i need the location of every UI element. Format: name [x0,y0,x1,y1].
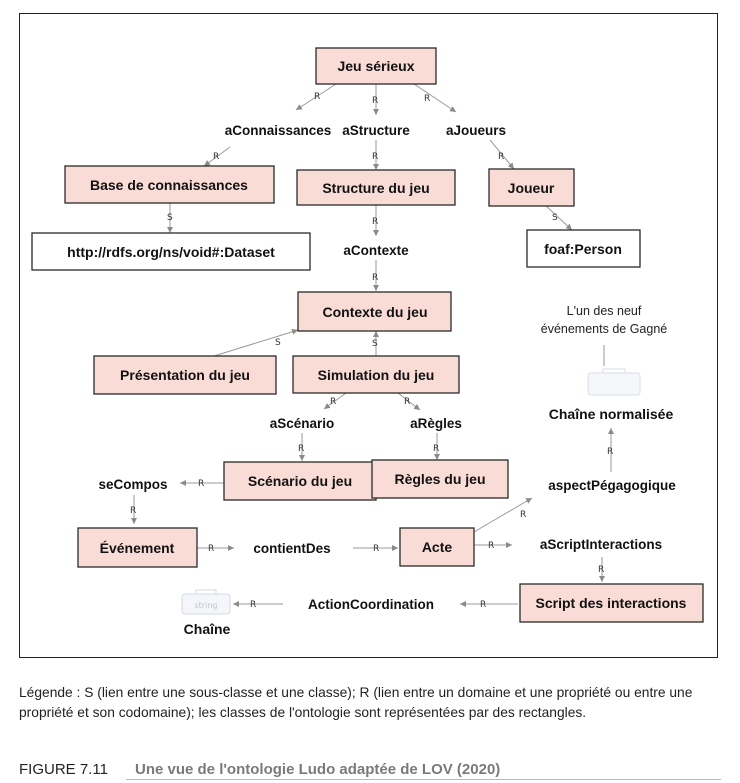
edge-label-r: R [404,397,410,407]
edge-label-r: R [598,565,604,575]
class-presentation-jeu: Présentation du jeu [93,355,277,395]
class-base-connaissances: Base de connaissances [64,165,275,204]
edge-label-r: R [314,92,320,102]
edge-label-s: S [167,213,173,223]
edge-label-r: R [208,544,214,554]
class-label: Règles du jeu [394,471,485,487]
prop-contientdes: contientDes [253,541,330,556]
edge-label-s: S [372,339,378,349]
class-label: Jeu sérieux [337,58,414,74]
edge-jeu-ajoueurs [413,83,457,113]
class-label: http://rdfs.org/ns/void#:Dataset [67,244,275,260]
edge-label-r: R [198,479,204,489]
edge-simulation-ascenario [323,392,347,410]
caption-rule [126,779,721,780]
edge-label-r: R [607,447,613,457]
datatype-label: Chaîne normalisée [549,406,674,422]
class-label: Acte [422,539,453,555]
edge-label-r: R [372,152,378,162]
edge-label-r: R [372,273,378,283]
class-void-dataset: http://rdfs.org/ns/void#:Dataset [31,232,311,271]
class-simulation-jeu: Simulation du jeu [292,355,460,394]
class-structure-jeu: Structure du jeu [296,169,456,206]
class-joueur: Joueur [488,168,575,207]
edge-label-r: R [433,444,439,454]
class-evenement: Événement [77,527,198,568]
edge-label-r: R [373,544,379,554]
prop-aconnaissances: aConnaissances [225,123,332,138]
string-icon: string [181,589,231,615]
prop-actioncoordination: ActionCoordination [308,597,434,612]
edge-label-r: R [480,600,486,610]
class-script-interactions: Script des interactions [519,583,704,623]
class-foaf-person: foaf:Person [526,229,641,268]
edge-aconnaissances-base [203,146,231,167]
figure-number: FIGURE 7.11 [19,761,108,778]
edge-label-r: R [250,600,256,610]
legend: Légende : S (lien entre une sous-classe … [19,685,693,720]
datatype-label: Chaîne [184,621,231,637]
edge-label-r: R [372,96,378,106]
gagne-note-line-1: L'un des neuf [567,304,642,318]
class-regles-jeu: Règles du jeu [371,459,509,499]
prop-ascenario: aScénario [270,416,335,431]
edge-label-r: R [520,510,526,520]
prop-acontexte: aContexte [343,243,409,258]
class-label: Scénario du jeu [248,473,352,489]
edge-label-r: R [424,94,430,104]
gagne-note-line-2: événements de Gagné [541,322,668,336]
prop-secompos: seCompos [98,477,167,492]
class-label: Base de connaissances [90,177,248,193]
class-label: Script des interactions [536,595,687,611]
class-label: Structure du jeu [322,180,429,196]
edge-jeu-aconnaissances [295,83,337,111]
edge-label-r: R [330,397,336,407]
class-label: Joueur [508,180,555,196]
class-label: Présentation du jeu [120,367,250,383]
edge-ajoueurs-joueur [489,139,515,170]
datatype-chaine-normalisee: Chaîne normalisée [549,368,674,422]
edge-simulation-aregles [397,392,421,411]
figure-title: Une vue de l'ontologie Ludo adaptée de L… [135,761,501,778]
edge-label-r: R [488,541,494,551]
edge-label-r: R [213,152,219,162]
edge-label-r: R [130,506,136,516]
edge-label-r: R [498,152,504,162]
edges: R R R R R R S S R R S S R [130,83,614,610]
prop-ajoueurs: aJoueurs [446,123,506,138]
diagram-frame [19,13,718,658]
class-jeu-serieux: Jeu sérieux [315,47,437,85]
edge-label-s: S [275,338,281,348]
datatype-chaine: string Chaîne [181,589,231,637]
edge-label-r: R [372,217,378,227]
edge-acte-aspect [473,497,533,533]
datatype-icon [587,368,641,396]
edge-label-s: S [552,213,558,223]
class-label: Événement [100,540,175,556]
class-label: Contexte du jeu [322,304,427,320]
class-acte: Acte [399,527,475,567]
ontology-diagram: R R R R R R S S R R S S R [31,47,704,637]
class-scenario-jeu: Scénario du jeu [223,461,377,501]
prop-astructure: aStructure [342,123,410,138]
edge-joueur-person [544,204,573,231]
class-contexte-jeu: Contexte du jeu [297,291,452,332]
class-label: Simulation du jeu [318,367,435,383]
prop-aspectpegagogique: aspectPégagogique [548,478,676,493]
edge-presentation-contexte [213,328,299,357]
prop-aregles: aRègles [410,416,462,431]
class-label: foaf:Person [544,241,622,257]
string-icon-label: string [195,601,218,610]
figure-caption: FIGURE 7.11 Une vue de l'ontologie Ludo a… [19,761,721,783]
prop-ascriptinteractions: aScriptInteractions [540,537,662,552]
edge-label-r: R [298,444,304,454]
